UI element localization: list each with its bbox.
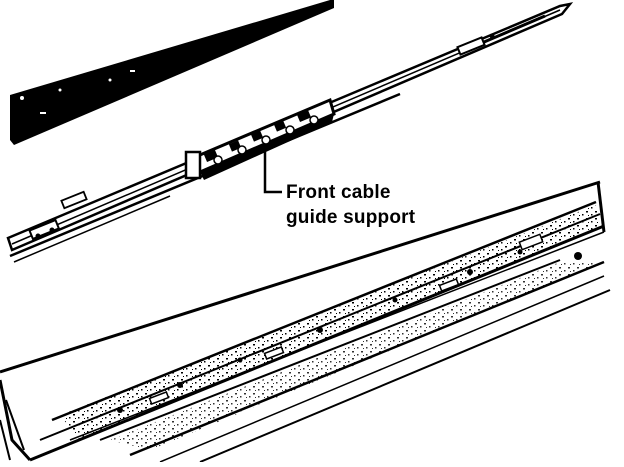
roof-frame-body — [0, 180, 611, 463]
roof-panel-strip — [10, 0, 334, 145]
callout-leader-line — [263, 145, 282, 194]
callout-label-front-cable-guide-support: Front cable guide support — [286, 180, 476, 230]
callout-line-2: guide support — [286, 207, 416, 228]
callout-line-1: Front cable — [286, 182, 391, 203]
front-cable-guide-support — [184, 97, 336, 180]
